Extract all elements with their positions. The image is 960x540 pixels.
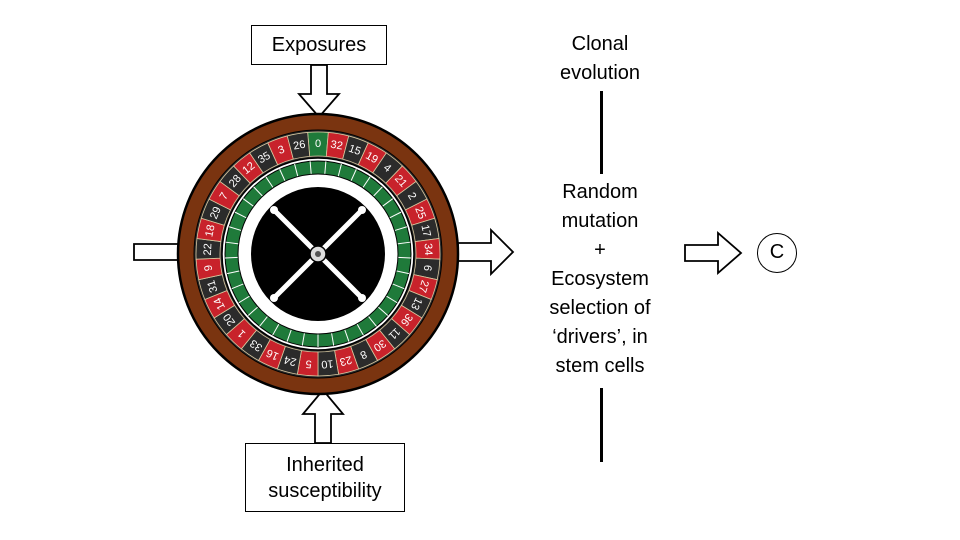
track-divider [382, 198, 394, 207]
track-divider [392, 283, 405, 290]
track-divider [242, 198, 254, 207]
exposures-label: Exposures [271, 34, 367, 56]
pocket-number-8: 8 [358, 348, 369, 361]
track-divider [397, 256, 411, 259]
pocket-number-5: 5 [305, 357, 312, 369]
pocket-number-10: 10 [321, 357, 334, 370]
clonal-evolution-label: Clonal evolution [540, 30, 660, 88]
track-divider [389, 211, 402, 219]
pocket-number-2: 2 [405, 191, 418, 203]
track-divider [225, 256, 239, 259]
cancer-symbol-letter: C [769, 241, 785, 263]
track-divider [231, 283, 244, 290]
process-line-6: ‘drivers’, in [552, 326, 648, 348]
pocket-number-24: 24 [283, 353, 298, 368]
pocket-number-32: 32 [330, 139, 344, 153]
up-arrow-inherited [301, 388, 345, 444]
clonal-label-line-1: Clonal [571, 33, 629, 55]
process-line-5: selection of [549, 297, 651, 319]
process-line-2: mutation [561, 210, 639, 232]
track-divider [397, 241, 411, 245]
process-line-7: stem cells [555, 355, 645, 377]
pocket-number-36: 36 [398, 311, 415, 328]
pocket-number-23: 23 [338, 353, 353, 368]
process-description-label: Random mutation + Ecosystem selection of… [520, 178, 680, 381]
track-divider [350, 169, 357, 182]
track-divider [356, 323, 364, 336]
track-divider [337, 163, 342, 177]
track-divider [396, 270, 410, 275]
track-divider [272, 323, 280, 336]
track-divider [225, 241, 239, 245]
track-divider [385, 295, 398, 304]
track-divider [372, 186, 383, 197]
pocket-number-34: 34 [422, 243, 435, 256]
track-divider [344, 329, 350, 342]
inherited-label-line-1: Inherited [286, 454, 364, 476]
process-line-4: Ecosystem [551, 268, 649, 290]
pocket-number-33: 33 [248, 337, 265, 354]
pocket-number-15: 15 [347, 143, 363, 158]
track-divider [394, 226, 408, 232]
pocket-number-3: 3 [276, 144, 286, 157]
track-divider [294, 163, 299, 177]
inherited-label-line-2: susceptibility [268, 480, 382, 502]
pocket-number-16: 16 [265, 346, 281, 362]
pocket-number-30: 30 [371, 337, 388, 354]
track-divider [286, 329, 292, 342]
cancer-symbol: C [757, 233, 797, 273]
track-divider [226, 270, 240, 275]
pocket-number-20: 20 [221, 311, 238, 328]
pocket-number-35: 35 [256, 150, 273, 166]
track-divider [309, 161, 312, 175]
track-divider [367, 315, 377, 327]
track-divider [238, 295, 251, 304]
pocket-number-12: 12 [240, 160, 257, 177]
track-divider [362, 176, 371, 188]
pocket-number-27: 27 [416, 279, 431, 294]
arrow-to-cancer [684, 231, 743, 275]
track-divider [253, 186, 264, 197]
track-divider [377, 306, 389, 316]
vertical-line-top [600, 91, 603, 174]
process-line-3: + [594, 239, 606, 261]
pocket-number-29: 29 [208, 205, 224, 221]
pocket-number-17: 17 [418, 224, 432, 239]
pocket-26 [286, 132, 311, 160]
track-divider [247, 306, 259, 316]
track-divider [279, 169, 286, 182]
pocket-number-7: 7 [218, 191, 231, 203]
track-divider [259, 315, 269, 327]
pocket-number-13: 13 [408, 295, 424, 311]
pocket-number-18: 18 [203, 224, 217, 239]
vertical-line-bottom [600, 388, 603, 462]
track-divider [301, 332, 305, 346]
pocket-number-6: 6 [421, 264, 434, 272]
pocket-number-31: 31 [205, 279, 220, 294]
pocket-number-26: 26 [292, 139, 306, 153]
track-divider [228, 226, 242, 232]
track-dividers [225, 161, 411, 347]
clonal-label-line-2: evolution [559, 62, 641, 84]
exposures-box: Exposures [251, 25, 387, 65]
pocket-number-0: 0 [315, 138, 321, 150]
inherited-susceptibility-box: Inherited susceptibility [245, 443, 405, 512]
track-divider [265, 176, 274, 188]
pocket-number-22: 22 [202, 243, 215, 256]
process-line-1: Random [562, 181, 638, 203]
track-divider [234, 211, 247, 219]
track-divider [331, 332, 335, 346]
down-arrow-exposures [297, 64, 341, 119]
pocket-number-19: 19 [363, 150, 380, 166]
pocket-number-9: 9 [203, 264, 216, 272]
pocket-number-14: 14 [212, 295, 228, 311]
output-arrow-wheel [457, 227, 515, 277]
track-divider [324, 161, 327, 175]
pocket-number-25: 25 [412, 205, 428, 221]
